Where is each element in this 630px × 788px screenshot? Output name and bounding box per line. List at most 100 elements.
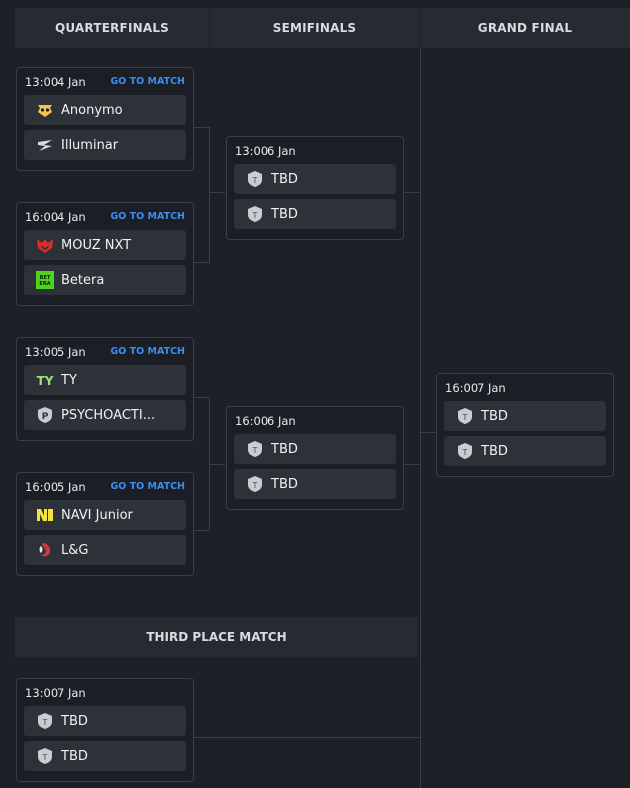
match-time: 16:00 <box>25 480 59 494</box>
navi-logo-icon <box>36 506 54 524</box>
tbd-shield-icon: T <box>456 407 474 425</box>
team-name: TBD <box>271 206 298 222</box>
match-date: 5 Jan <box>57 480 86 494</box>
team-row[interactable]: T TBD <box>444 436 606 466</box>
ty-logo-icon: TY <box>36 371 54 389</box>
match-card-qf4: 16:00 5 Jan GO TO MATCH NAVI Junior L&G <box>16 472 194 576</box>
match-time: 16:00 <box>445 381 479 395</box>
go-to-match-link[interactable]: GO TO MATCH <box>110 346 185 357</box>
match-card-sf1: 13:00 6 Jan T TBD T TBD <box>226 136 404 240</box>
svg-text:T: T <box>462 413 468 422</box>
svg-text:T: T <box>252 176 258 185</box>
bracket-connector <box>194 262 209 263</box>
tbd-shield-icon: T <box>456 442 474 460</box>
tbd-shield-icon: T <box>36 747 54 765</box>
go-to-match-link[interactable]: GO TO MATCH <box>110 211 185 222</box>
svg-text:T: T <box>462 448 468 457</box>
team-name: Illuminar <box>61 137 119 153</box>
lg-logo-icon <box>36 541 54 559</box>
svg-text:TY: TY <box>37 374 54 387</box>
mouz-logo-icon <box>36 236 54 254</box>
team-name: TBD <box>271 476 298 492</box>
team-row[interactable]: T TBD <box>24 706 186 736</box>
illuminar-logo-icon <box>36 136 54 154</box>
bracket-connector <box>194 737 420 738</box>
team-name: TBD <box>481 408 508 424</box>
match-date: 6 Jan <box>267 144 296 158</box>
match-date: 7 Jan <box>57 686 86 700</box>
tbd-shield-icon: T <box>246 170 264 188</box>
tbd-shield-icon: T <box>36 712 54 730</box>
svg-text:BET: BET <box>40 275 51 281</box>
bracket-connector <box>404 464 420 465</box>
bracket-connector <box>404 192 420 193</box>
match-date: 7 Jan <box>477 381 506 395</box>
team-name: Betera <box>61 272 105 288</box>
team-name: MOUZ NXT <box>61 237 132 253</box>
team-row[interactable]: Anonymo <box>24 95 186 125</box>
match-card-qf1: 13:00 4 Jan GO TO MATCH Anonymo Illumina… <box>16 67 194 171</box>
header-third-place: THIRD PLACE MATCH <box>15 617 418 657</box>
bracket-connector <box>209 464 225 465</box>
svg-text:T: T <box>252 211 258 220</box>
team-name: TY <box>61 372 77 388</box>
match-time: 16:00 <box>25 210 59 224</box>
svg-text:T: T <box>42 718 48 727</box>
bracket-connector <box>194 397 209 398</box>
header-grand-final: GRAND FINAL <box>420 8 630 48</box>
match-date: 4 Jan <box>57 75 86 89</box>
svg-text:P: P <box>42 412 49 422</box>
team-name: TBD <box>481 443 508 459</box>
team-row[interactable]: T TBD <box>24 741 186 771</box>
team-name: L&G <box>61 542 89 558</box>
team-row[interactable]: T TBD <box>234 469 396 499</box>
team-row[interactable]: TY TY <box>24 365 186 395</box>
match-time: 16:00 <box>235 414 269 428</box>
team-row[interactable]: T TBD <box>234 199 396 229</box>
tbd-shield-icon: T <box>246 475 264 493</box>
bracket-connector <box>194 127 209 128</box>
bracket-connector <box>194 530 209 531</box>
team-row[interactable]: L&G <box>24 535 186 565</box>
svg-text:ERA: ERA <box>39 281 50 287</box>
go-to-match-link[interactable]: GO TO MATCH <box>110 481 185 492</box>
bracket-connector <box>209 127 210 263</box>
tbd-shield-icon: T <box>246 440 264 458</box>
svg-text:T: T <box>42 753 48 762</box>
team-row[interactable]: Illuminar <box>24 130 186 160</box>
team-name: Anonymo <box>61 102 123 118</box>
team-row[interactable]: P PSYCHOACTI... <box>24 400 186 430</box>
match-card-third-place: 13:00 7 Jan T TBD T TBD <box>16 678 194 782</box>
team-name: TBD <box>271 441 298 457</box>
team-name: TBD <box>61 713 88 729</box>
bracket-connector <box>420 48 421 788</box>
match-date: 5 Jan <box>57 345 86 359</box>
team-row[interactable]: T TBD <box>444 401 606 431</box>
match-card-sf2: 16:00 6 Jan T TBD T TBD <box>226 406 404 510</box>
psychoactive-logo-icon: P <box>36 406 54 424</box>
header-semifinals: SEMIFINALS <box>210 8 420 48</box>
svg-text:T: T <box>252 481 258 490</box>
tbd-shield-icon: T <box>246 205 264 223</box>
match-card-grand-final: 16:00 7 Jan T TBD T TBD <box>436 373 614 477</box>
match-date: 6 Jan <box>267 414 296 428</box>
header-quarterfinals: QUARTERFINALS <box>15 8 210 48</box>
team-name: PSYCHOACTI... <box>61 407 156 423</box>
go-to-match-link[interactable]: GO TO MATCH <box>110 76 185 87</box>
bracket-connector <box>209 192 225 193</box>
team-row[interactable]: T TBD <box>234 434 396 464</box>
bracket-connector <box>420 432 437 433</box>
team-row[interactable]: MOUZ NXT <box>24 230 186 260</box>
match-time: 13:00 <box>235 144 269 158</box>
team-row[interactable]: NAVI Junior <box>24 500 186 530</box>
team-row[interactable]: T TBD <box>234 164 396 194</box>
svg-text:T: T <box>252 446 258 455</box>
match-date: 4 Jan <box>57 210 86 224</box>
match-time: 13:00 <box>25 75 59 89</box>
match-time: 13:00 <box>25 345 59 359</box>
anonymo-logo-icon <box>36 101 54 119</box>
team-name: TBD <box>271 171 298 187</box>
